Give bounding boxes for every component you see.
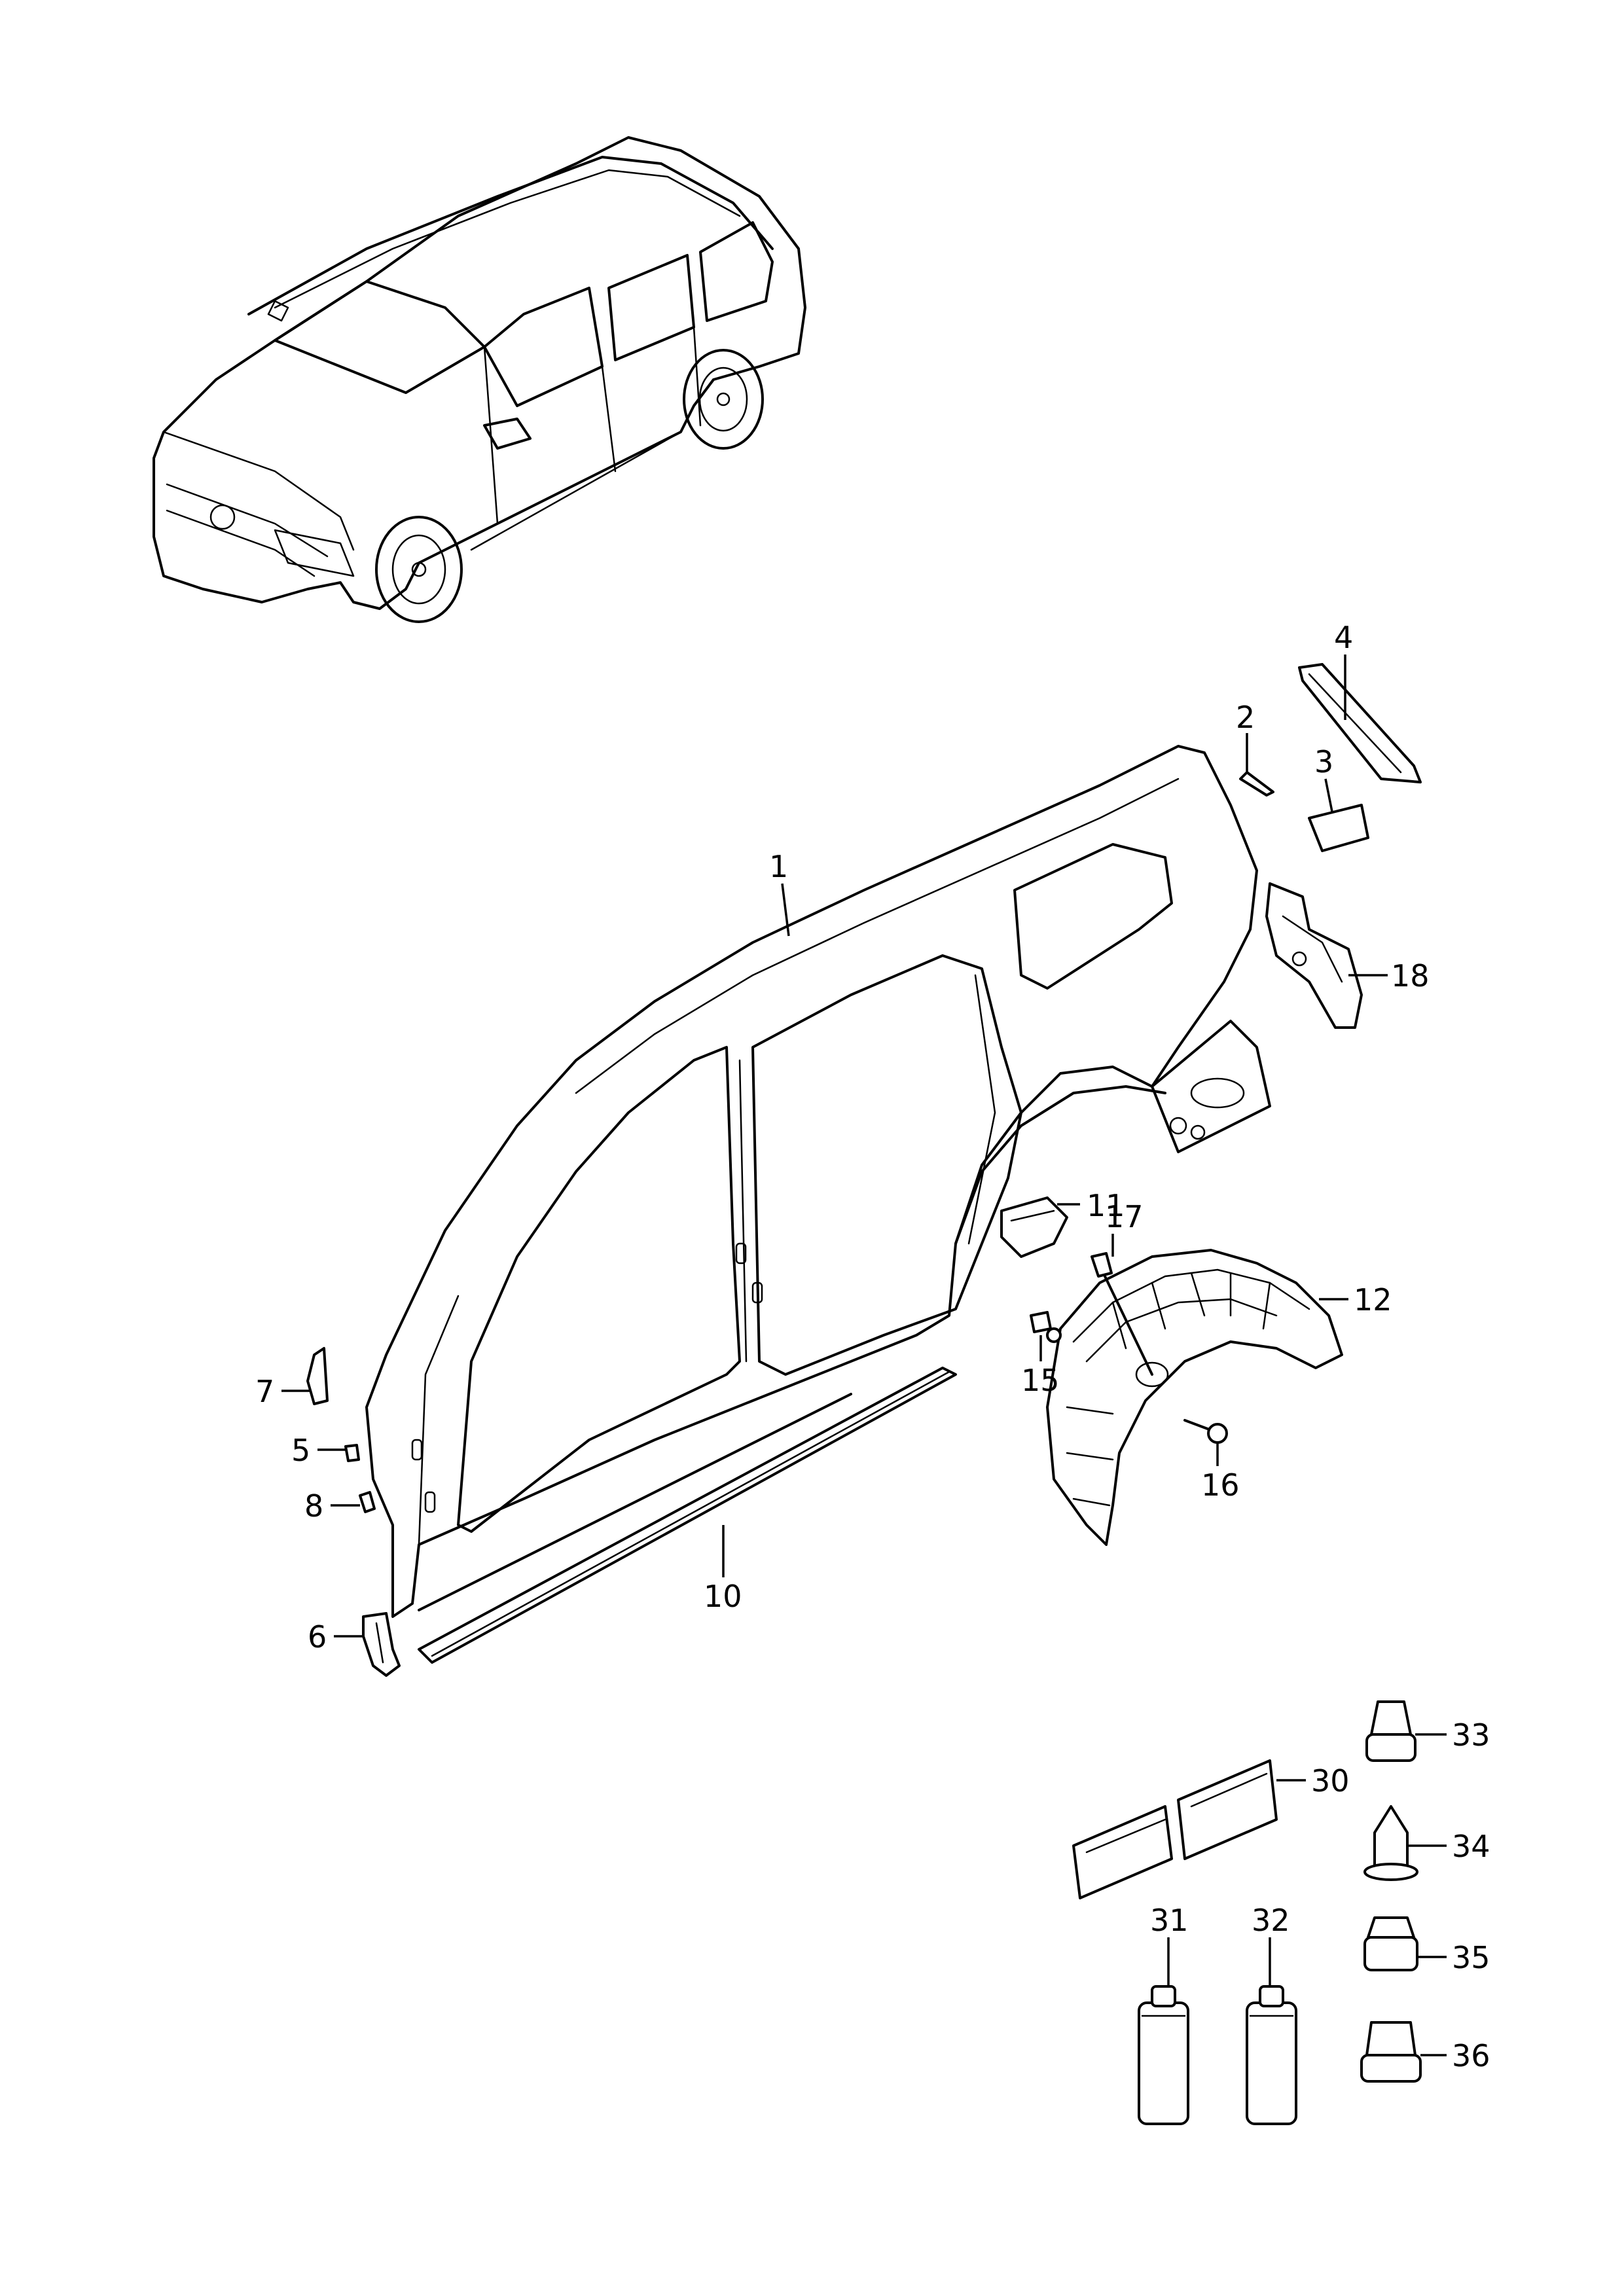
part-32-can — [1246, 1985, 1297, 2125]
part-17-screw — [1091, 1252, 1153, 1376]
callout-11: 11 — [1087, 1188, 1125, 1223]
callout-10: 10 — [704, 1579, 742, 1614]
callout-8: 8 — [304, 1488, 323, 1524]
callout-5: 5 — [291, 1433, 310, 1468]
leader-lines — [281, 655, 1447, 2056]
part-31-can — [1138, 1985, 1189, 2125]
part-8-clip — [359, 1491, 376, 1513]
callout-6: 6 — [308, 1619, 327, 1655]
callout-17: 17 — [1105, 1199, 1144, 1234]
part-2-strip — [1239, 771, 1274, 797]
part-18-bracket — [1265, 882, 1363, 1029]
part-15-clip — [1030, 1311, 1062, 1343]
part-12-wheel-liner — [1046, 1249, 1343, 1546]
part-33-fastener — [1365, 1700, 1416, 1762]
callout-36: 36 — [1452, 2038, 1490, 2073]
callout-3: 3 — [1314, 744, 1333, 780]
part-7-bracket — [306, 1347, 329, 1405]
callout-30: 30 — [1311, 1763, 1350, 1799]
vehicle-overview-illustration — [153, 136, 806, 623]
callout-15: 15 — [1021, 1363, 1060, 1398]
callout-1: 1 — [769, 849, 788, 884]
callout-35: 35 — [1452, 1940, 1490, 1975]
sill-strip — [418, 1367, 957, 1664]
part-36-nut — [1360, 2021, 1422, 2083]
part-34-fastener — [1363, 1805, 1418, 1881]
callout-12: 12 — [1354, 1282, 1392, 1318]
part-16-screw — [1183, 1419, 1228, 1444]
callout-31: 31 — [1150, 1903, 1189, 1938]
callout-16: 16 — [1201, 1467, 1240, 1503]
part-4-reinforcement — [1298, 663, 1422, 783]
part-35-nut — [1363, 1916, 1418, 1971]
part-5-clip — [344, 1444, 360, 1462]
callout-labels: 1 2 3 4 5 6 7 8 10 11 12 15 16 17 18 30 … — [255, 620, 1490, 2073]
callout-34: 34 — [1452, 1829, 1490, 1864]
side-panel-frame — [365, 745, 1271, 1618]
callout-7: 7 — [255, 1374, 274, 1409]
callout-2: 2 — [1236, 700, 1255, 735]
callout-18: 18 — [1391, 958, 1430, 994]
part-30-adhesive-strip — [1072, 1759, 1278, 1899]
part-6-bracket — [362, 1612, 401, 1677]
callout-33: 33 — [1452, 1717, 1490, 1753]
callout-4: 4 — [1334, 620, 1353, 655]
part-3-cap — [1308, 804, 1369, 852]
callout-32: 32 — [1252, 1903, 1290, 1938]
part-11-clip — [1000, 1196, 1068, 1258]
